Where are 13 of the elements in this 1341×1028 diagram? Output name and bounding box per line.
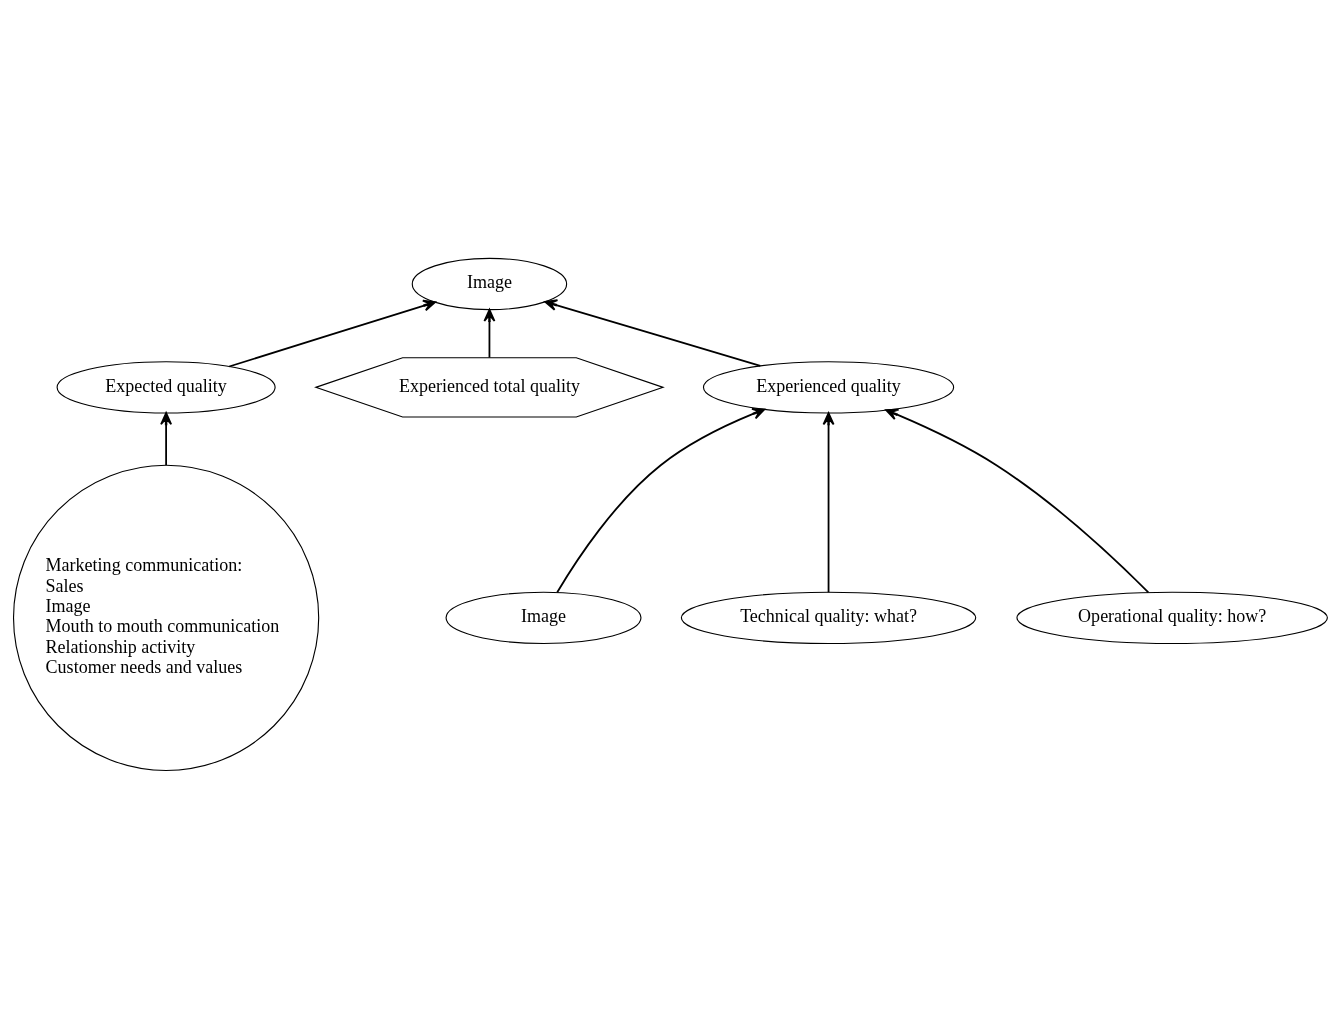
node-ellipse: Experienced quality [702, 360, 955, 414]
arrow [483, 308, 496, 358]
node-ellipse: Technical quality: what? [680, 591, 977, 644]
node-ellipse: Operational quality: how? [1016, 591, 1328, 644]
arrow [160, 411, 173, 466]
arrow [228, 299, 436, 367]
node-circle: Marketing communication: Sales Image Mouth to mouth communication Relationship activity Customer needs and values [12, 464, 320, 771]
arrow [822, 411, 835, 593]
node-ellipse: Expected quality [56, 360, 276, 414]
arrow [556, 407, 766, 593]
node-ellipse: Image [445, 591, 642, 644]
arrow [885, 408, 1150, 593]
arrow [544, 298, 762, 367]
